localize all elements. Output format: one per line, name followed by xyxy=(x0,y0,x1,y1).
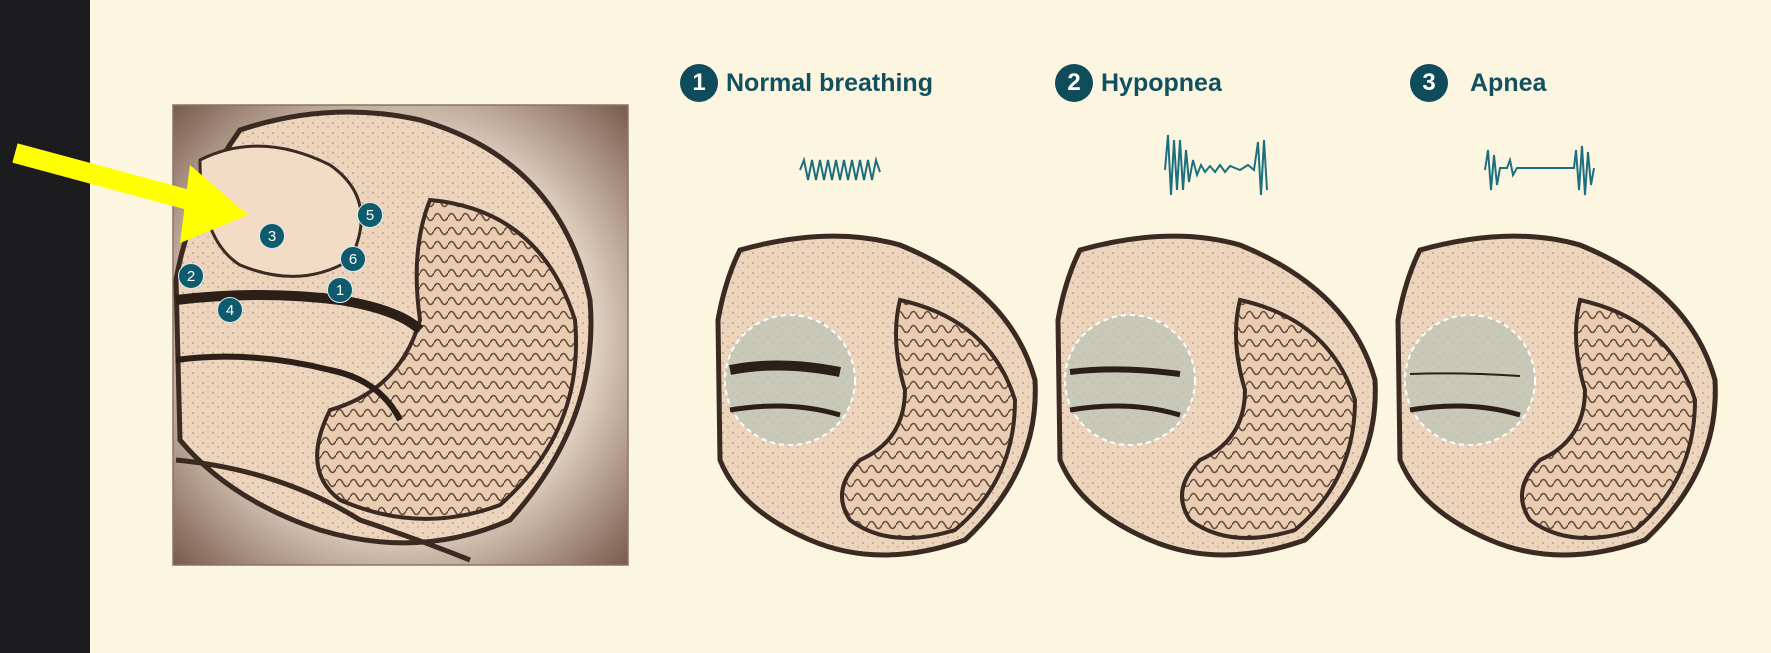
number-badge-1: 1 xyxy=(680,64,718,102)
panel-diagram-2 xyxy=(1058,236,1375,555)
number-badge-3: 3 xyxy=(1410,64,1448,102)
panel-header-normal-breathing: 1 Normal breathing xyxy=(680,64,933,102)
panel-diagram-3 xyxy=(1398,236,1715,555)
panel-title-apnea: Apnea xyxy=(1470,69,1546,98)
number-badge-2: 2 xyxy=(1055,64,1093,102)
panel-diagram-1 xyxy=(718,236,1035,555)
apnea-waveform xyxy=(1485,146,1594,195)
label-dot-3: 3 xyxy=(259,223,285,249)
panel-header-apnea: 3 Apnea xyxy=(1410,64,1546,102)
normal-breathing-waveform xyxy=(800,160,880,180)
hypopnea-waveform xyxy=(1165,135,1267,195)
panel-header-hypopnea: 2 Hypopnea xyxy=(1055,64,1222,102)
panel-title-normal-breathing: Normal breathing xyxy=(726,69,933,98)
panel-title-hypopnea: Hypopnea xyxy=(1101,69,1222,98)
label-dot-2: 2 xyxy=(178,263,204,289)
label-dot-1: 1 xyxy=(327,277,353,303)
label-dot-4: 4 xyxy=(217,297,243,323)
label-dot-5: 5 xyxy=(357,202,383,228)
main-anatomy-diagram xyxy=(173,105,628,565)
label-dot-6: 6 xyxy=(340,246,366,272)
